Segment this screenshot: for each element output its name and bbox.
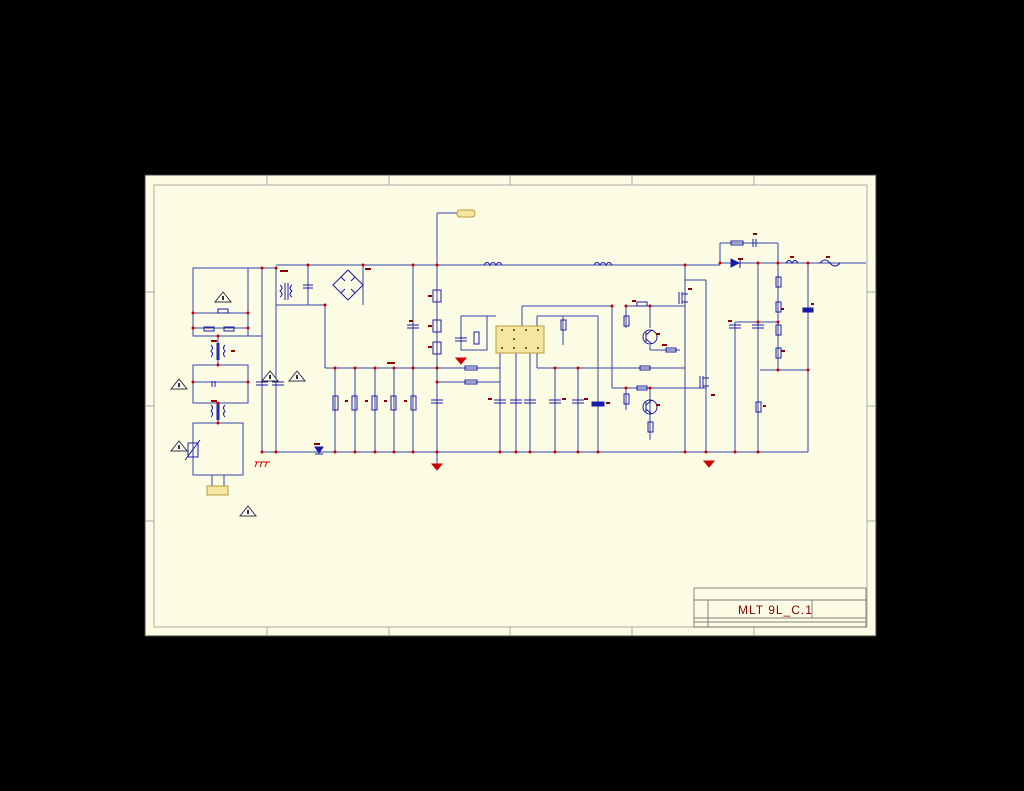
resistor [432,319,442,333]
zone-ticks [145,175,876,636]
resistor [623,315,630,327]
resistor [223,326,235,332]
resistor [636,301,648,307]
resistor [665,347,677,353]
sheet-caption [722,620,832,628]
components [184,239,841,461]
fuse-icon [819,259,841,267]
resistor [432,341,442,355]
inductor [593,262,613,266]
mosfet-icon [678,292,709,388]
resistor [203,326,215,332]
transistor-icon [642,329,658,415]
designator-marks [211,233,830,445]
capacitor [211,239,764,404]
sheet [144,174,877,637]
ground-icon [254,357,716,471]
resistor [775,276,782,288]
net-port [456,209,476,218]
resistor [464,379,478,385]
resistor [775,347,782,359]
resistor [390,395,397,411]
resistor [775,324,782,336]
varistor-icon [184,439,201,461]
ac-input-connector [206,485,229,496]
resistor [473,331,480,345]
sheet-title: MLT 9L_C.1 [738,603,813,617]
resistor [647,421,654,433]
resistor [432,289,442,303]
resistor [332,395,339,411]
transformer-icon [210,283,293,420]
zener-diode-icon [314,446,324,455]
resistor [636,385,648,391]
title-block [693,587,867,628]
inductor [785,260,799,264]
ic-pin-markers [501,329,539,349]
resistor [217,308,229,314]
resistor [755,401,762,413]
electrolytic-capacitor [802,307,814,313]
resistor [560,319,567,331]
inductor [483,262,503,266]
resistor [623,393,630,405]
warning-triangle-marks [178,296,298,514]
electrolytic-capacitor [591,401,605,407]
resistor [410,395,417,411]
resistor [371,395,378,411]
wires [192,212,866,486]
resistor [351,395,358,411]
resistor [639,365,651,371]
bridge-rectifier-icon [332,269,364,301]
ic-chip-icon [495,325,545,354]
resistor [730,240,744,246]
junction-dots [191,261,810,454]
resistor [775,301,782,313]
resistor [464,365,478,371]
